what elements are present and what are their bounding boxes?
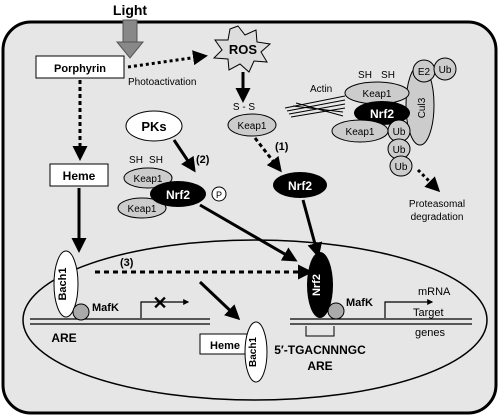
step2-arrow (172, 139, 196, 173)
light-label: Light (113, 2, 148, 18)
keap1-upper-label: Keap1 (363, 89, 392, 100)
pk-nrf2-to-nucleus-arrow (199, 203, 298, 262)
target-label: Target (413, 307, 444, 319)
ub-label-2: Ub (393, 145, 406, 156)
are-left-label: ARE (51, 331, 76, 345)
ros-label: ROS (229, 42, 258, 57)
bach1-export-arrow (198, 280, 241, 321)
cul3-label: Cul3 (417, 97, 428, 118)
ub-label-top: Ub (439, 65, 452, 76)
sh-label-pk-2: SH (149, 155, 163, 166)
porphyrin-box (35, 55, 125, 79)
mafk-right-label: MafK (346, 297, 373, 309)
nrf2-free (273, 172, 327, 198)
ss-label: S - S (233, 102, 256, 113)
step3-label: (3) (120, 257, 134, 269)
are-right-label: ARE (307, 359, 332, 373)
degradation-label: degradation (411, 212, 464, 223)
are-sequence-label: 5′-TGACNNNGC (274, 343, 366, 357)
photoactivation-label: Photoactivation (128, 77, 196, 88)
sh-label-complex-2: SH (381, 70, 395, 81)
sh-label-complex-1: SH (358, 70, 372, 81)
mafk-left-label: MafK (92, 302, 119, 314)
heme-nuclear-label: Heme (210, 340, 240, 352)
ros-burst (212, 25, 272, 73)
keap1-cul3-complex (284, 57, 457, 177)
e2-label: E2 (418, 67, 431, 78)
keap1-pk-top-label: Keap1 (134, 174, 163, 185)
nrf2-dna-right (290, 252, 472, 337)
mrna-label: mRNA (418, 286, 451, 298)
sh-label-pk-1: SH (129, 155, 143, 166)
degradation-arrow (416, 168, 441, 193)
pks-label: PKs (141, 119, 166, 134)
nrf2-complex-label: Nrf2 (370, 107, 394, 121)
keap1-oxidized (227, 113, 277, 137)
step1-label: (1) (275, 141, 289, 153)
heme-bach1-complex (199, 321, 268, 383)
pks-oval (125, 110, 183, 142)
nucleus (22, 239, 488, 401)
keap1-pk-bottom-label: Keap1 (128, 204, 157, 215)
heme-box (49, 163, 109, 187)
nrf2-pk-label: Nrf2 (166, 188, 190, 202)
bach1-left-label: Bach1 (57, 267, 69, 300)
heme-label: Heme (63, 169, 96, 183)
proteasomal-label: Proteasomal (409, 199, 465, 210)
x-mark: ✕ (152, 293, 167, 313)
keap1-oxidized-label: Keap1 (238, 121, 267, 132)
ub-label-1: Ub (393, 127, 406, 138)
photoactivation-arrow (127, 50, 208, 69)
keap1-nrf2-phospho-complex (117, 167, 227, 219)
actin-label: Actin (310, 84, 332, 95)
step2-label: (2) (196, 154, 210, 166)
light-arrow (115, 19, 145, 59)
bach1-exported-label: Bach1 (248, 337, 259, 367)
phospho-label: P (216, 190, 222, 200)
porphyrin-label: Porphyrin (54, 63, 106, 75)
bach1-dna-left (30, 250, 210, 325)
nrf2-nuclear-label: Nrf2 (311, 274, 323, 296)
keap1-lower-label: Keap1 (346, 127, 375, 138)
genes-label: genes (415, 327, 445, 339)
free-nrf2-to-nucleus-arrow (301, 199, 323, 258)
ub-label-3: Ub (395, 162, 408, 173)
nrf2-free-label: Nrf2 (288, 179, 312, 193)
